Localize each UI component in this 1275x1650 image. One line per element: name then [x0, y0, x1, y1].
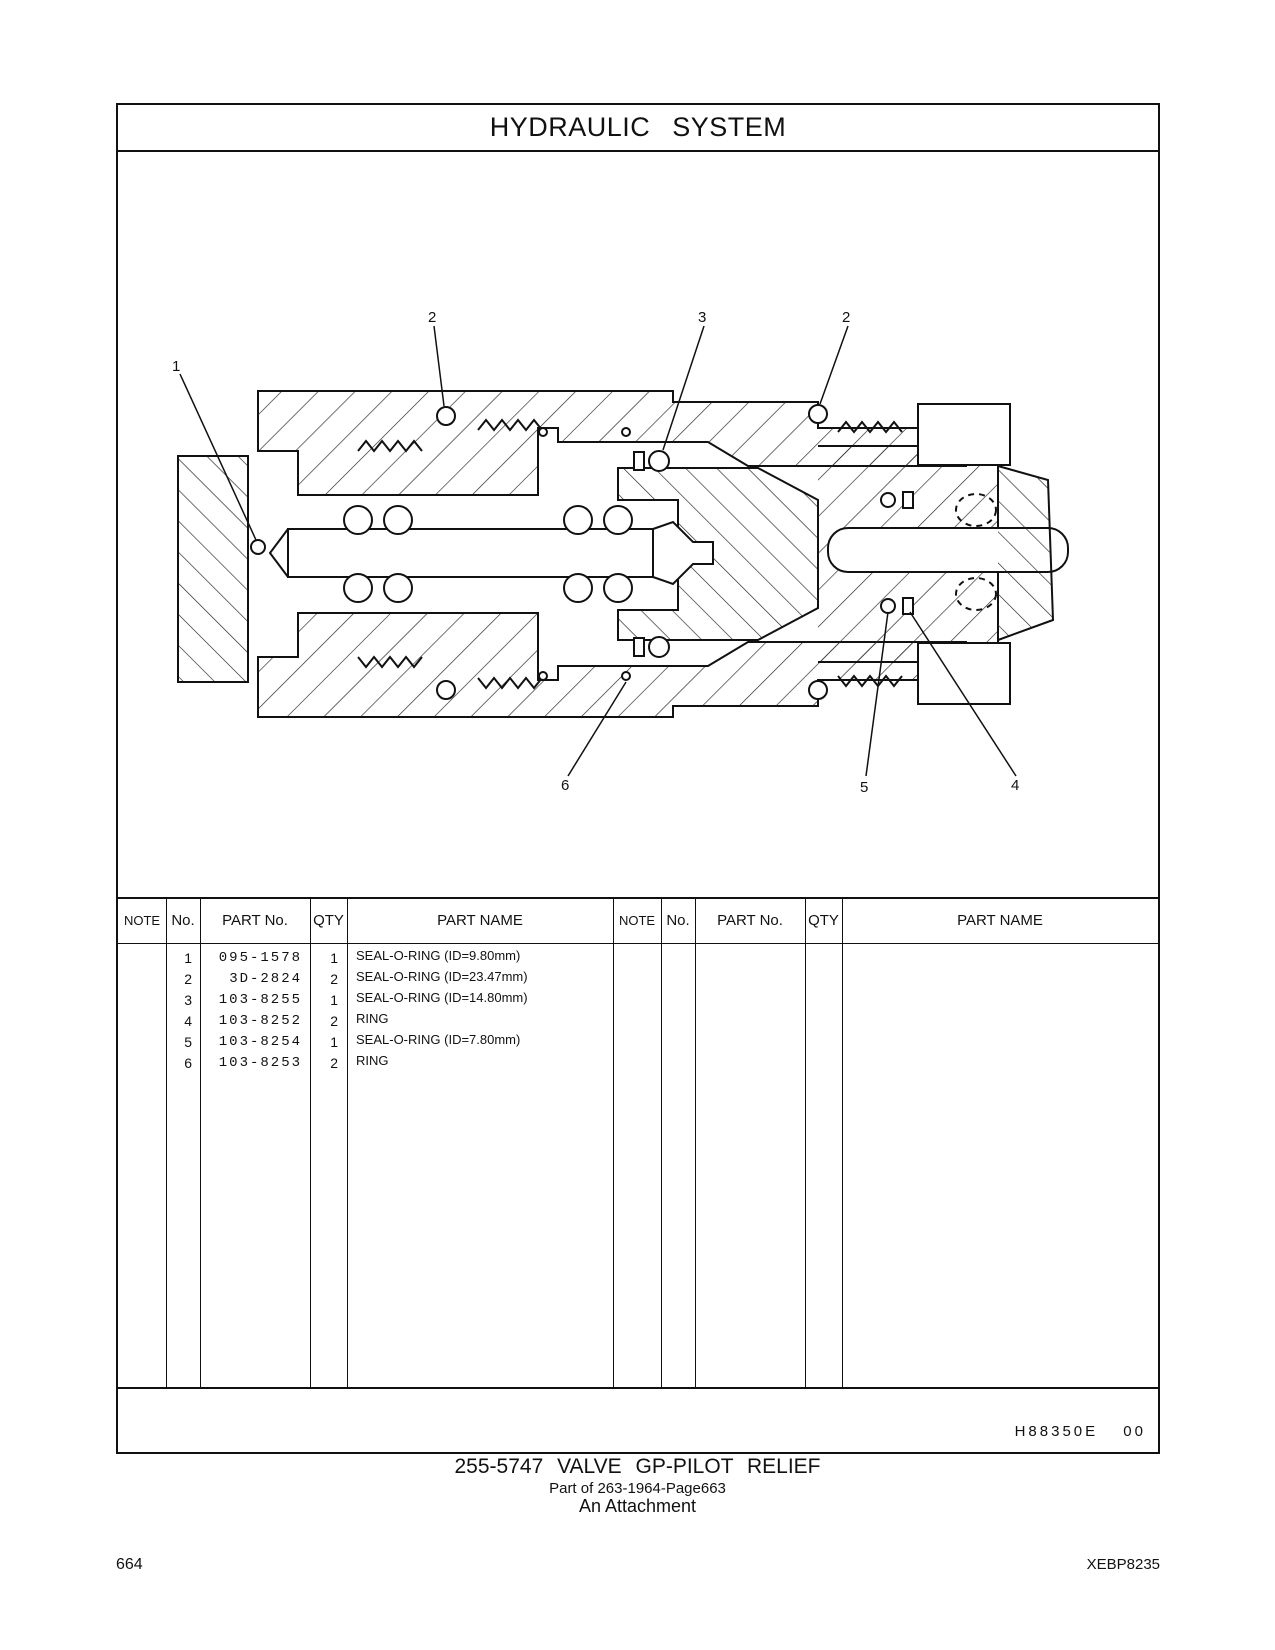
- callout-2-right: 2: [842, 309, 850, 326]
- o-ring-item-2: [808, 680, 828, 700]
- row-no: 2: [184, 971, 192, 987]
- row-qty: 2: [330, 1055, 338, 1071]
- col-header-qty-right: QTY: [808, 912, 839, 929]
- section-title: HYDRAULIC SYSTEM: [118, 105, 1158, 152]
- row-no: 1: [184, 950, 192, 966]
- backup-ring-item-4: [902, 597, 914, 615]
- parts-table: NOTE No. PART No. QTY PART NAME NOTE No.…: [118, 897, 1158, 1389]
- callout-4: 4: [1011, 777, 1019, 794]
- row-qty: 2: [330, 971, 338, 987]
- backup-ring-item-6: [633, 637, 645, 657]
- row-part-no: 103-8254: [218, 1034, 302, 1050]
- backup-ring-item-6: [633, 451, 645, 471]
- o-ring-item-6: [621, 671, 631, 681]
- col-header-note-right: NOTE: [618, 913, 656, 928]
- o-ring-item-3: [648, 636, 670, 658]
- row-no: 3: [184, 992, 192, 1008]
- poppet-body: [617, 467, 819, 641]
- col-header-part-no: PART No.: [222, 912, 288, 929]
- lock-nut-lower: [917, 642, 1011, 705]
- callout-6: 6: [561, 777, 569, 794]
- row-part-no: 095-1578: [218, 950, 302, 966]
- illustration-number: H88350E 00: [1014, 1423, 1146, 1440]
- backup-ring-item-4: [902, 491, 914, 509]
- valve-body-lower: [257, 612, 967, 718]
- thread-top-mid: [477, 418, 543, 432]
- thread-bottom-right: [837, 674, 903, 688]
- row-part-name: SEAL-O-RING (ID=23.47mm): [356, 969, 528, 984]
- valve-body-upper: [257, 390, 967, 496]
- row-no: 6: [184, 1055, 192, 1071]
- thread-bottom-left: [357, 655, 423, 669]
- thread-bottom-mid: [477, 676, 543, 690]
- col-header-note: NOTE: [123, 913, 161, 928]
- callout-1: 1: [172, 358, 180, 375]
- o-ring-item-1: [250, 539, 266, 555]
- row-part-name: RING: [356, 1053, 389, 1068]
- lock-nut: [917, 403, 1011, 466]
- row-qty: 1: [330, 950, 338, 966]
- poppet-cone: [652, 520, 714, 586]
- assembly-parent-reference: Part of 263-1964-Page663: [549, 1480, 726, 1497]
- row-part-name: RING: [356, 1011, 389, 1026]
- page-number: 664: [116, 1556, 143, 1573]
- o-ring-item-5: [880, 598, 896, 614]
- row-part-name: SEAL-O-RING (ID=9.80mm): [356, 948, 521, 963]
- spring-coil: [383, 573, 413, 603]
- o-ring-item-2: [436, 680, 456, 700]
- document-code: XEBP8235: [1086, 1556, 1160, 1573]
- callout-2-left: 2: [428, 309, 436, 326]
- end-cap: [997, 465, 1055, 641]
- col-header-part-no-right: PART No.: [717, 912, 783, 929]
- col-header-qty: QTY: [313, 912, 344, 929]
- thread-top-left: [357, 439, 423, 453]
- spring-coil: [383, 505, 413, 535]
- spring-coil: [603, 573, 633, 603]
- row-qty: 2: [330, 1013, 338, 1029]
- row-no: 4: [184, 1013, 192, 1029]
- o-ring-item-6: [538, 427, 548, 437]
- ball-hidden: [955, 493, 997, 527]
- col-header-no-right: No.: [666, 912, 690, 929]
- callout-5: 5: [860, 779, 868, 796]
- row-part-no: 103-8255: [218, 992, 302, 1008]
- assembly-type: An Attachment: [578, 1496, 697, 1516]
- assembly-title: 255-5747 VALVE GP-PILOT RELIEF: [454, 1455, 821, 1478]
- ball-hidden: [955, 577, 997, 611]
- callout-3: 3: [698, 309, 706, 326]
- col-header-part-name-right: PART NAME: [957, 912, 1043, 929]
- row-part-no: 3D-2824: [229, 971, 302, 987]
- row-part-no: 103-8253: [218, 1055, 302, 1071]
- o-ring-item-3: [648, 450, 670, 472]
- col-header-part-name: PART NAME: [437, 912, 523, 929]
- spring-coil: [563, 505, 593, 535]
- o-ring-item-2: [808, 404, 828, 424]
- row-part-no: 103-8252: [218, 1013, 302, 1029]
- row-part-name: SEAL-O-RING (ID=7.80mm): [356, 1032, 521, 1047]
- spring-coil: [563, 573, 593, 603]
- spring-coil: [603, 505, 633, 535]
- valve-cross-section-drawing: 1 2 3 2 6 5 4: [172, 309, 1069, 796]
- col-header-no: No.: [171, 912, 195, 929]
- o-ring-item-6: [538, 671, 548, 681]
- thread-top-right: [837, 420, 903, 434]
- push-rod: [287, 528, 654, 578]
- spring-coil: [343, 505, 373, 535]
- rod-tip: [268, 528, 289, 578]
- end-plug: [177, 455, 249, 683]
- o-ring-item-6: [621, 427, 631, 437]
- row-qty: 1: [330, 1034, 338, 1050]
- spring-coil: [343, 573, 373, 603]
- row-part-name: SEAL-O-RING (ID=14.80mm): [356, 990, 528, 1005]
- o-ring-item-5: [880, 492, 896, 508]
- o-ring-item-2: [436, 406, 456, 426]
- row-qty: 1: [330, 992, 338, 1008]
- row-no: 5: [184, 1034, 192, 1050]
- page-frame: HYDRAULIC SYSTEM: [116, 103, 1160, 1454]
